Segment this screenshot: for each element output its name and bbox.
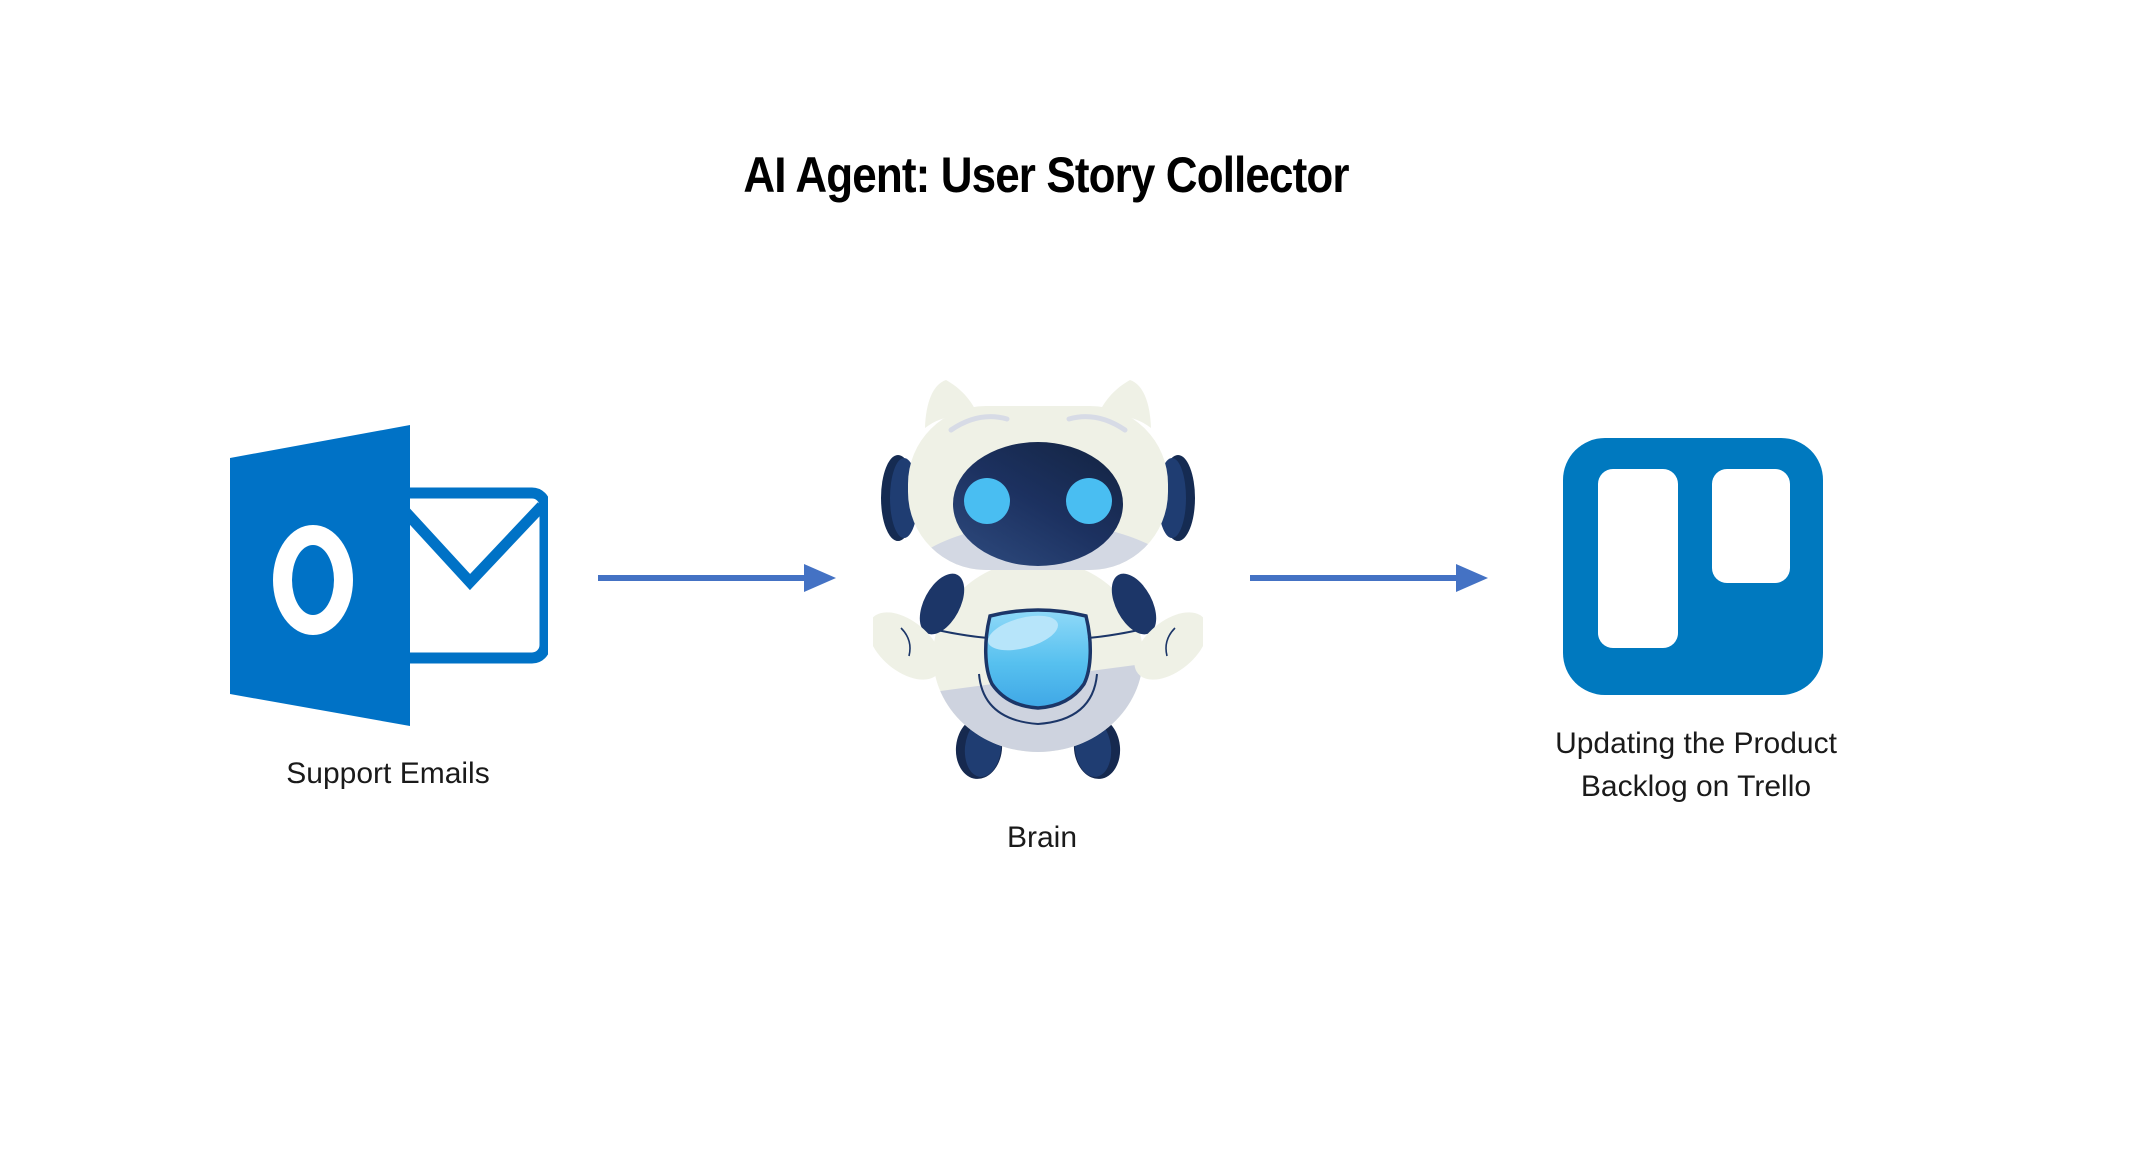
agent-label: Brain (1006, 821, 1078, 854)
diagram-title: AI Agent: User Story Collector (743, 147, 1349, 203)
arrow-agent-to-target (1250, 564, 1488, 592)
arrow-source-to-agent (598, 564, 836, 592)
target-label: Updating the Product Backlog on Trello (1516, 722, 1876, 808)
source-label: Support Emails (286, 757, 490, 790)
robot-arms (873, 612, 1203, 680)
robot-belly (936, 608, 1140, 726)
target-label-line2: Backlog on Trello (1580, 770, 1812, 803)
outlook-icon (230, 425, 548, 726)
robot-head (908, 406, 1168, 570)
target-label-line1: Updating the Product (1555, 727, 1837, 760)
robot-icon (873, 380, 1203, 779)
robot-eye-left (964, 478, 1010, 524)
trello-icon (1563, 438, 1823, 695)
robot-eye-right (1066, 478, 1112, 524)
